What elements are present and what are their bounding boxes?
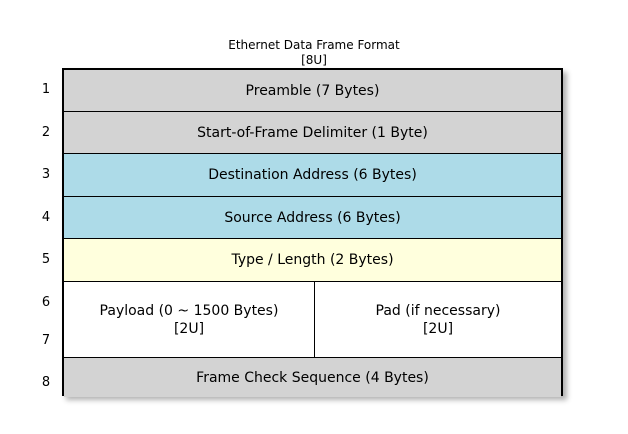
frame-field-destination-address: Destination Address (6 Bytes) [64, 154, 561, 197]
frame-field-payload-annotation: [2U] [173, 320, 205, 337]
frame-field-fcs: Frame Check Sequence (4 Bytes) [64, 358, 561, 397]
frame-field-source-address: Source Address (6 Bytes) [64, 197, 561, 239]
frame-field-sfd-label: Start-of-Frame Delimiter (1 Byte) [197, 124, 428, 141]
frame-field-sfd: Start-of-Frame Delimiter (1 Byte) [64, 112, 561, 154]
frame-field-destination-address-label: Destination Address (6 Bytes) [208, 167, 417, 183]
diagram-title: Ethernet Data Frame Format [228, 38, 400, 52]
row-number-8: 8 [41, 375, 51, 390]
frame-field-fcs-label: Frame Check Sequence (4 Bytes) [196, 369, 429, 386]
frame-field-type-length: Type / Length (2 Bytes) [64, 239, 561, 282]
row-number-3: 3 [41, 167, 51, 182]
row-number-7: 7 [41, 333, 51, 348]
row-number-2: 2 [41, 125, 51, 140]
row-number-6: 6 [41, 295, 51, 310]
frame-field-preamble: Preamble (7 Bytes) [64, 70, 561, 112]
frame-field-pad: Pad (if necessary) [2U] [315, 282, 561, 357]
frame-field-source-address-label: Source Address (6 Bytes) [224, 209, 401, 226]
frame-field-payload-pad-row: Payload (0 ~ 1500 Bytes) [2U] Pad (if ne… [64, 282, 561, 358]
row-number-4: 4 [41, 210, 51, 225]
frame-field-pad-label: Pad (if necessary) [375, 302, 501, 319]
row-number-gutter: 1 2 3 4 5 6 7 8 [34, 68, 58, 396]
frame-field-type-length-label: Type / Length (2 Bytes) [231, 252, 394, 268]
frame-field-payload: Payload (0 ~ 1500 Bytes) [2U] [64, 282, 315, 357]
frame-field-preamble-label: Preamble (7 Bytes) [245, 82, 380, 99]
frame-field-payload-label: Payload (0 ~ 1500 Bytes) [99, 302, 279, 319]
diagram-title-annotation: [8U] [301, 53, 327, 67]
frame-field-table: Preamble (7 Bytes) Start-of-Frame Delimi… [62, 68, 563, 397]
row-number-5: 5 [41, 252, 51, 267]
diagram-title-block: Ethernet Data Frame Format [8U] [0, 38, 628, 68]
row-number-1: 1 [41, 82, 51, 97]
frame-field-pad-annotation: [2U] [422, 320, 454, 337]
